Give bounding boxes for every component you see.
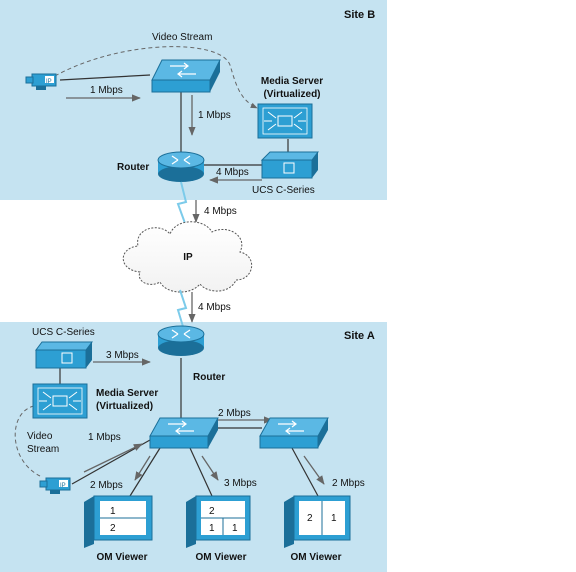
site-b-ip-camera-icon: [25, 73, 57, 90]
ip-cloud-label: IP: [183, 252, 193, 263]
site-b-media-server-label: Media Server: [261, 76, 323, 87]
wan-site-b-rate: 4 Mbps: [204, 206, 237, 217]
site-b-video-stream-path: [54, 46, 258, 109]
site-a-media-server-label: Media Server: [96, 388, 158, 399]
site-a-camera-flow-arrow: [83, 443, 143, 473]
site-b-switch-router-rate: 1 Mbps: [198, 110, 231, 121]
om-viewer-2-icon: [186, 495, 251, 548]
site-a-media-server-icon: [32, 383, 88, 419]
site-b-camera-label: IP: [46, 79, 52, 85]
wan-lightning-link-top: [176, 181, 188, 227]
om-viewer-2-pane-2: 1: [209, 523, 215, 534]
om-viewer-1-pane-2: 2: [110, 523, 116, 534]
site-a-switch-1-icon: [149, 417, 219, 449]
site-b-switch-icon: [151, 59, 221, 93]
site-a-router-icon: [157, 325, 205, 356]
site-b-ucs-label: UCS C-Series: [252, 185, 315, 196]
site-a-media-server-sublabel: (Virtualized): [96, 401, 153, 412]
site-a-viewer2-rate: 3 Mbps: [224, 478, 257, 489]
wan-lightning-link-bottom: [176, 289, 188, 331]
site-a-switch-viewer2-link: [189, 447, 213, 497]
site-a-video-stream-label-2: Stream: [27, 444, 59, 455]
om-viewer-1-label: OM Viewer: [97, 552, 148, 563]
site-a-video-stream-label-1: Video: [27, 431, 53, 442]
om-viewer-3-icon: [284, 495, 351, 548]
site-b-router-label: Router: [117, 162, 149, 173]
site-a-switch-switch-rate: 2 Mbps: [218, 408, 251, 419]
ip-cloud-icon: [122, 221, 252, 293]
site-b-router-icon: [157, 151, 205, 182]
site-a-ucs-label: UCS C-Series: [32, 327, 95, 338]
site-a-camera-rate: 1 Mbps: [88, 432, 121, 443]
om-viewer-3-label: OM Viewer: [291, 552, 342, 563]
site-a-switch-viewer3-link: [291, 447, 319, 497]
site-a-viewer2-flow-arrow: [201, 455, 219, 481]
site-a-viewer3-rate: 2 Mbps: [332, 478, 365, 489]
om-viewer-2-label: OM Viewer: [196, 552, 247, 563]
site-a-viewer1-flow-arrow: [134, 455, 151, 481]
site-a-switch-2-icon: [259, 417, 329, 449]
site-a-video-stream-path: [14, 401, 41, 477]
site-b-ucs-router-rate: 4 Mbps: [216, 167, 249, 178]
site-b-media-server-icon: [257, 103, 313, 139]
site-a-ucs-router-rate: 3 Mbps: [106, 350, 139, 361]
site-a-title: Site A: [344, 330, 375, 342]
site-a-camera-label: IP: [60, 483, 66, 489]
om-viewer-3-pane-1: 2: [307, 513, 313, 524]
om-viewer-3-pane-2: 1: [331, 513, 337, 524]
site-b-ucs-server-icon: [260, 151, 319, 179]
site-a-router-label: Router: [193, 372, 225, 383]
site-b-title: Site B: [344, 9, 375, 21]
om-viewer-1-pane-1: 1: [110, 506, 116, 517]
site-a-viewer1-rate: 2 Mbps: [90, 480, 123, 491]
om-viewer-2-pane-1: 2: [209, 506, 215, 517]
om-viewer-1-icon: [84, 495, 153, 548]
site-b-camera-switch-link: [59, 74, 151, 81]
site-b-video-stream-label: Video Stream: [152, 32, 212, 43]
site-a-ucs-server-icon: [35, 341, 93, 369]
site-b-media-server-sublabel: (Virtualized): [263, 89, 320, 100]
wan-site-a-rate: 4 Mbps: [198, 302, 231, 313]
site-a-viewer3-flow-arrow: [303, 455, 325, 485]
site-a-switch-viewer1-link: [129, 447, 161, 497]
site-b-camera-rate: 1 Mbps: [90, 85, 123, 96]
site-a-ip-camera-icon: [39, 477, 71, 494]
om-viewer-2-pane-3: 1: [232, 523, 238, 534]
